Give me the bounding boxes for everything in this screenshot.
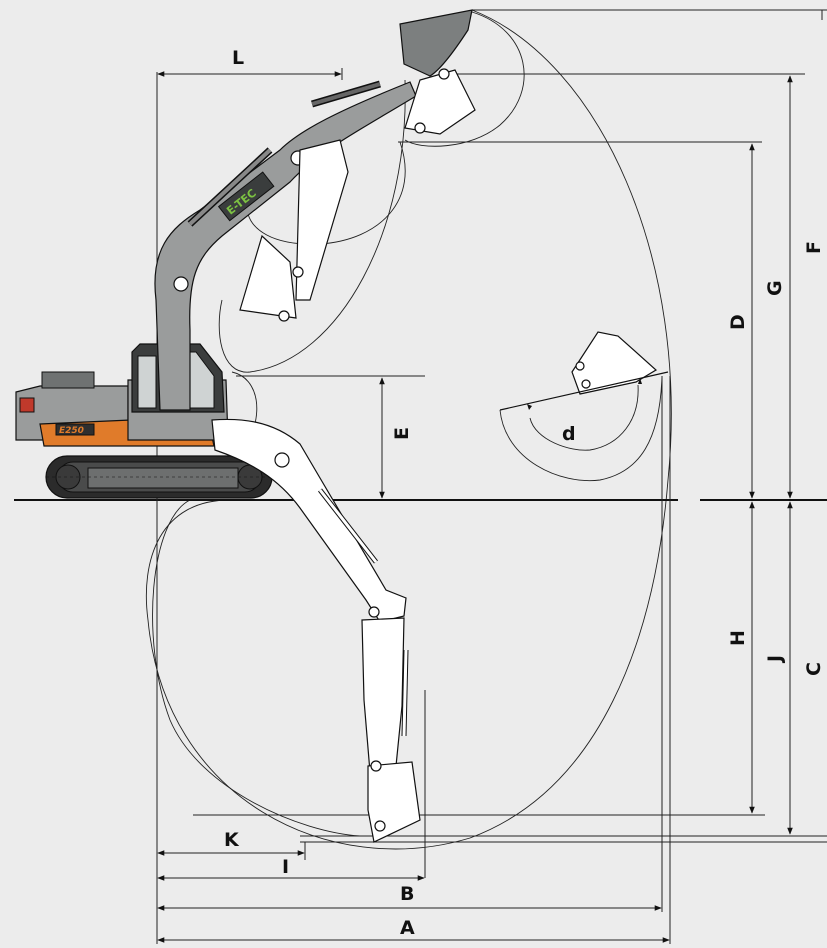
label-K: K (224, 829, 240, 851)
label-G: G (764, 280, 786, 296)
extension-lines (156, 9, 827, 944)
arm-raised (239, 9, 476, 322)
label-B: B (400, 883, 414, 905)
dimension-arrows (157, 71, 793, 943)
label-I: I (282, 856, 289, 878)
label-L: L (232, 47, 244, 69)
excavator: E250 E-TEC (15, 9, 669, 843)
label-F: F (803, 241, 825, 254)
label-D: D (727, 314, 749, 330)
label-E: E (391, 427, 413, 440)
working-envelope (145, 9, 672, 850)
bucket-rotation (499, 331, 669, 411)
boom-lowered (211, 418, 421, 843)
boom-raised: E-TEC (154, 80, 417, 411)
track-undercarriage (45, 455, 273, 499)
model-badge: E250 (59, 426, 84, 436)
model-badge-plate (55, 423, 95, 436)
label-H: H (727, 630, 749, 646)
label-J: J (764, 655, 786, 664)
dimension-labels: L K I B A d E D H G J F C (224, 47, 825, 939)
label-A: A (400, 917, 415, 939)
label-d: d (562, 423, 576, 445)
label-C: C (803, 662, 825, 676)
